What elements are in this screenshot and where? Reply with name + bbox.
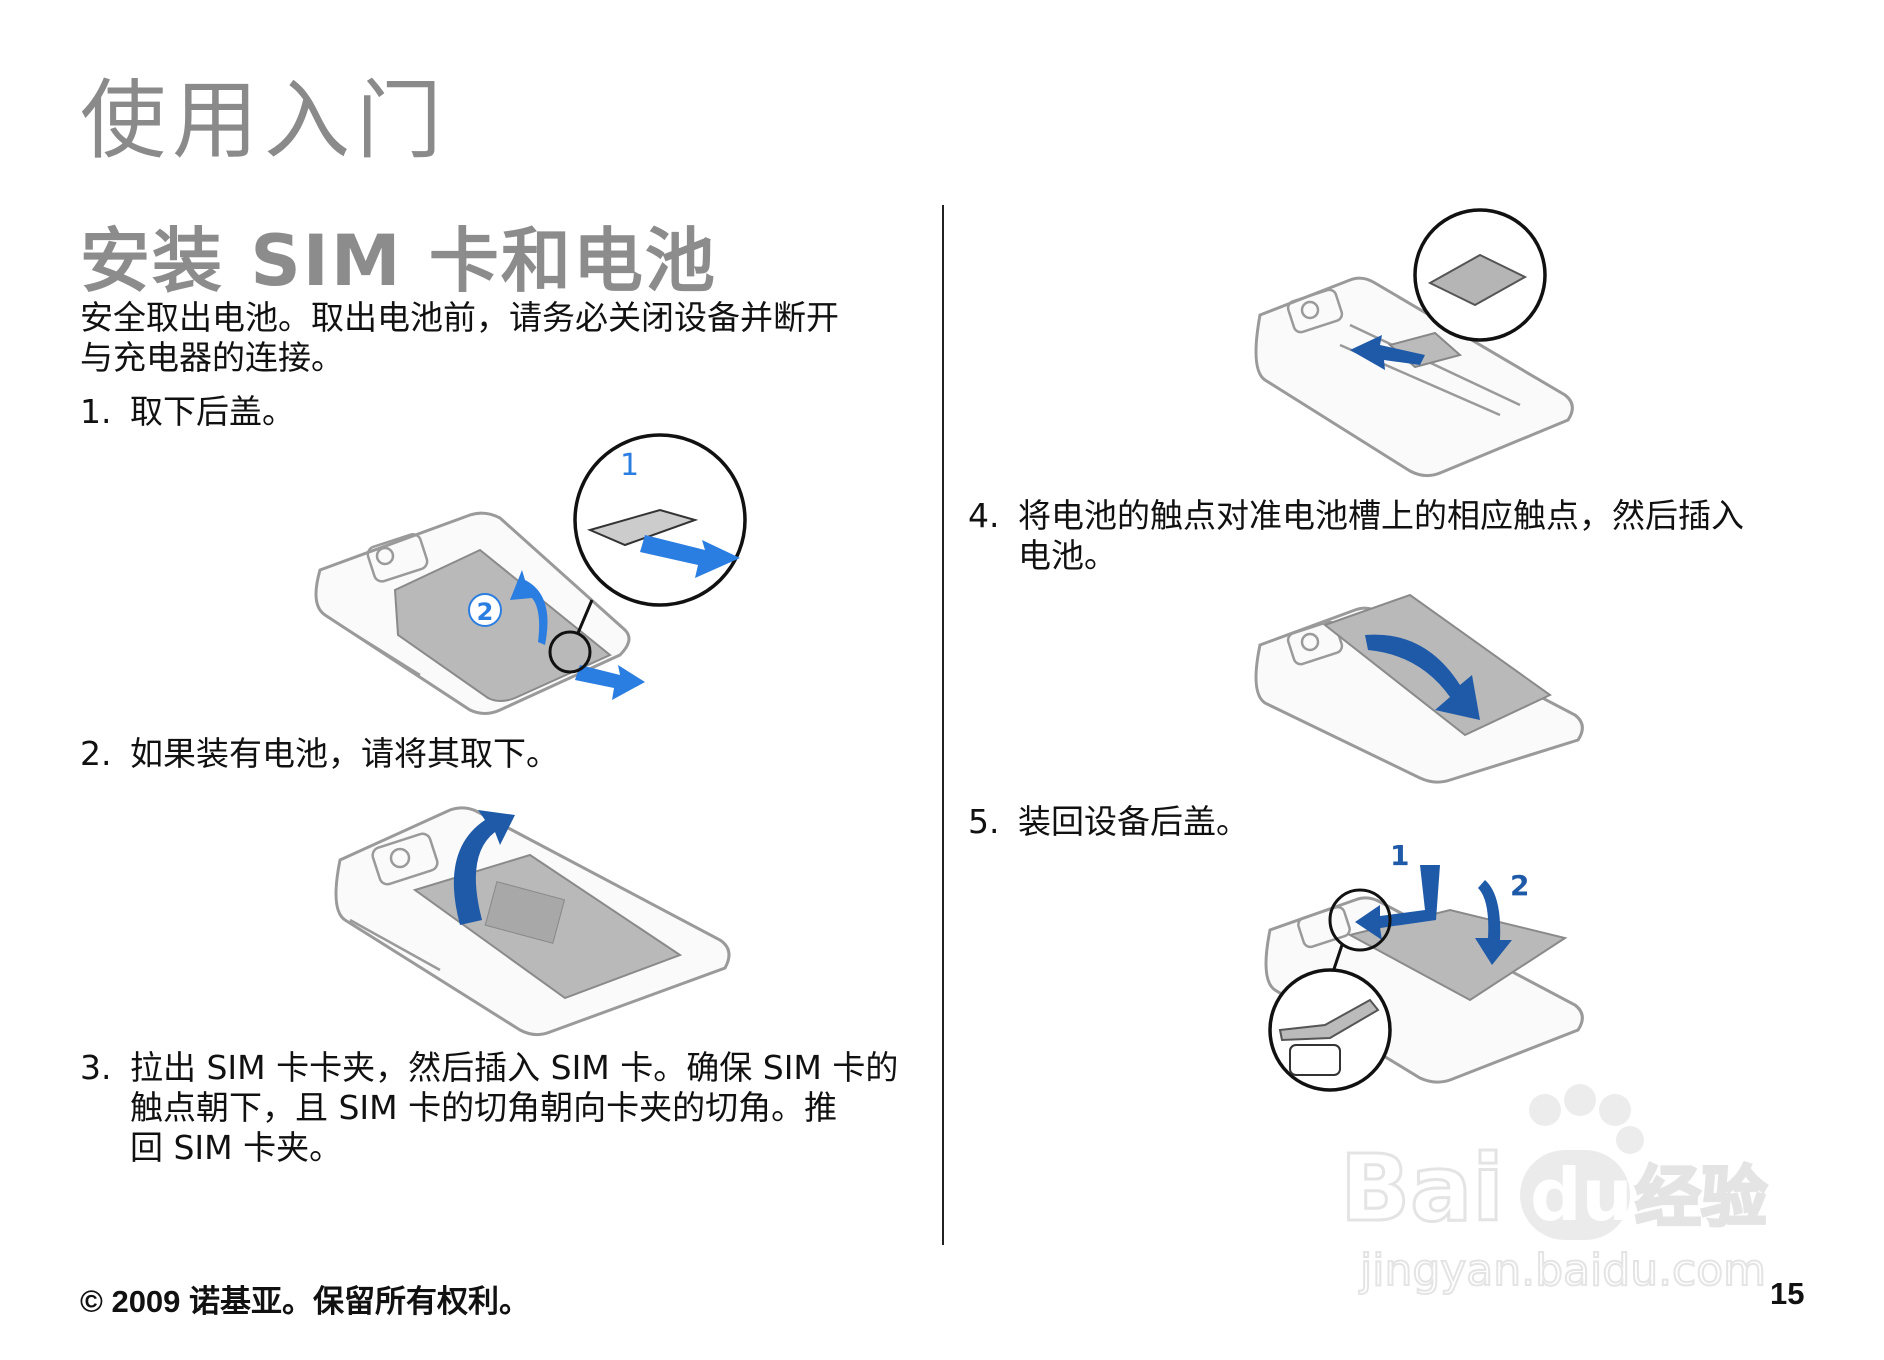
figure-remove-back-cover: 2 1 bbox=[314, 433, 747, 715]
watermark-brand-cn: 经验 bbox=[1635, 1159, 1767, 1236]
figure-insert-battery bbox=[1254, 593, 1584, 784]
step-number: 5. bbox=[968, 802, 1000, 841]
fig5-label-2: 2 bbox=[1510, 869, 1529, 902]
chapter-title: 使用入门 bbox=[80, 71, 448, 171]
column-divider bbox=[942, 205, 944, 1245]
step-5: 5. 装回设备后盖。 bbox=[968, 802, 1249, 842]
step-2: 2. 如果装有电池，请将其取下。 bbox=[80, 734, 559, 774]
step-text-line-1: 拉出 SIM 卡卡夹，然后插入 SIM 卡。确保 SIM 卡的 bbox=[130, 1048, 899, 1087]
figure-remove-battery bbox=[334, 806, 731, 1037]
intro-line-2: 与充电器的连接。 bbox=[80, 338, 344, 377]
step-number: 3. bbox=[80, 1048, 112, 1087]
step-text-line-3: 回 SIM 卡夹。 bbox=[130, 1128, 343, 1167]
intro-line-1: 安全取出电池。取出电池前，请务必关闭设备并断开 bbox=[80, 298, 839, 337]
step-text: 装回设备后盖。 bbox=[1018, 802, 1249, 841]
page-number: 15 bbox=[1770, 1276, 1805, 1311]
watermark-url: jingyan.baidu.com bbox=[1359, 1245, 1766, 1296]
step-text: 如果装有电池，请将其取下。 bbox=[130, 734, 559, 773]
watermark-brand: Bai bbox=[1340, 1135, 1504, 1242]
zoom-latch: 1 bbox=[573, 433, 747, 607]
baidu-watermark: Bai du 经验 jingyan.baidu.com bbox=[1339, 1084, 1769, 1297]
arrow-press-2 bbox=[1475, 880, 1512, 965]
step-text-line-1: 将电池的触点对准电池槽上的相应触点，然后插入 bbox=[1018, 496, 1744, 535]
step-text-line-2: 触点朝下，且 SIM 卡的切角朝向卡夹的切角。推 bbox=[130, 1088, 838, 1127]
arrow-lift-cover bbox=[510, 570, 548, 645]
step-number: 4. bbox=[968, 496, 1000, 535]
intro-paragraph: 安全取出电池。取出电池前，请务必关闭设备并断开 与充电器的连接。 bbox=[80, 298, 839, 378]
step-number: 1. bbox=[80, 392, 112, 431]
step-number: 2. bbox=[80, 734, 112, 773]
arrow-insert-battery bbox=[1365, 634, 1480, 720]
figure-insert-sim bbox=[1254, 208, 1574, 478]
step-1: 1. 取下后盖。 bbox=[80, 392, 295, 432]
fig1-label-1: 1 bbox=[620, 448, 639, 483]
section-title: 安装 SIM 卡和电池 bbox=[80, 220, 717, 302]
arrow-lift-battery bbox=[453, 810, 515, 925]
arrow-pull-down bbox=[575, 665, 645, 700]
footer-copyright: © 2009 诺基亚。保留所有权利。 bbox=[80, 1284, 531, 1319]
fig5-label-1: 1 bbox=[1390, 839, 1409, 872]
arrow-slide-1 bbox=[1355, 865, 1440, 940]
figure-replace-back-cover: 1 2 bbox=[1264, 839, 1584, 1092]
fig1-label-2: 2 bbox=[477, 598, 494, 626]
back-cover bbox=[393, 548, 612, 702]
step-text: 取下后盖。 bbox=[130, 392, 295, 431]
step-4: 4. 将电池的触点对准电池槽上的相应触点，然后插入 电池。 bbox=[968, 496, 1744, 576]
watermark-brand-2: du bbox=[1530, 1153, 1633, 1237]
step-text-line-2: 电池。 bbox=[1018, 536, 1117, 575]
arrow-insert-sim bbox=[1350, 335, 1425, 370]
step-3: 3. 拉出 SIM 卡卡夹，然后插入 SIM 卡。确保 SIM 卡的 触点朝下，且… bbox=[80, 1048, 898, 1168]
